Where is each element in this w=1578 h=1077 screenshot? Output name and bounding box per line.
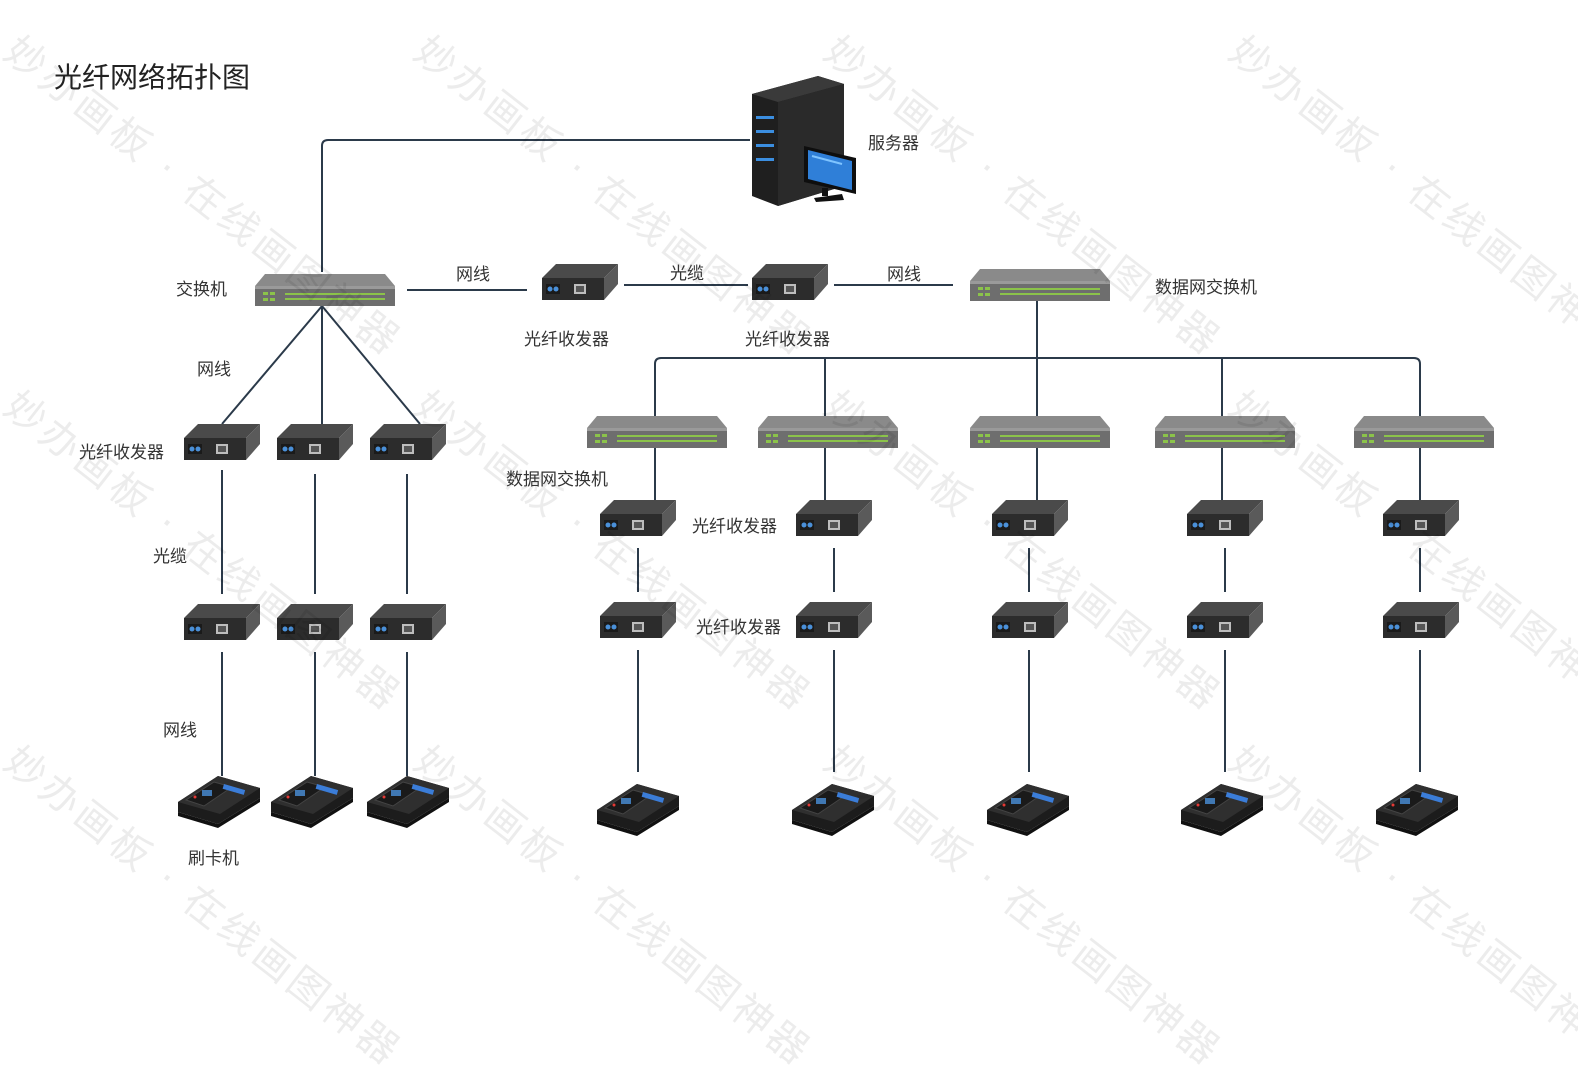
card-reader-icon bbox=[1375, 783, 1459, 837]
data-switch-icon bbox=[970, 416, 1110, 448]
data-switch-icon bbox=[970, 269, 1110, 301]
fiber-transceiver-icon bbox=[370, 604, 446, 640]
switch-icon bbox=[255, 274, 395, 306]
fiber-transceiver-icon bbox=[992, 602, 1068, 638]
label-cable-left: 网线 bbox=[197, 360, 231, 380]
fiber-transceiver-icon bbox=[1187, 500, 1263, 536]
fiber-transceiver-icon bbox=[1187, 602, 1263, 638]
diagram-title: 光纤网络拓扑图 bbox=[54, 61, 251, 94]
card-reader-icon bbox=[270, 775, 354, 829]
label-fiber-left: 光缆 bbox=[153, 547, 187, 567]
label-transceiver-left: 光纤收发器 bbox=[79, 443, 164, 463]
label-fiber-mid: 光缆 bbox=[670, 264, 704, 284]
fiber-transceiver-icon bbox=[752, 264, 828, 300]
fiber-transceiver-icon bbox=[277, 424, 353, 460]
label-cable-mid2: 网线 bbox=[887, 265, 921, 285]
topology-canvas bbox=[177, 76, 1494, 837]
fiber-transceiver-icon bbox=[796, 500, 872, 536]
fiber-transceiver-icon bbox=[370, 424, 446, 460]
card-reader-icon bbox=[366, 775, 450, 829]
fiber-transceiver-icon bbox=[184, 604, 260, 640]
label-server: 服务器 bbox=[868, 134, 919, 154]
fiber-transceiver-icon bbox=[542, 264, 618, 300]
card-reader-icon bbox=[1180, 783, 1264, 837]
label-data-switch-2: 数据网交换机 bbox=[506, 470, 608, 490]
fiber-transceiver-icon bbox=[992, 500, 1068, 536]
card-reader-icon bbox=[177, 775, 261, 829]
data-switch-icon bbox=[1155, 416, 1295, 448]
fiber-transceiver-icon bbox=[1383, 500, 1459, 536]
label-data-switch: 数据网交换机 bbox=[1155, 278, 1257, 298]
label-transceiver-r1: 光纤收发器 bbox=[692, 517, 777, 537]
fiber-transceiver-icon bbox=[600, 500, 676, 536]
fiber-transceiver-icon bbox=[1383, 602, 1459, 638]
label-cable-bottom: 网线 bbox=[163, 721, 197, 741]
data-switch-icon bbox=[758, 416, 898, 448]
card-reader-icon bbox=[596, 783, 680, 837]
label-transceiver-r2: 光纤收发器 bbox=[696, 618, 781, 638]
label-cable-mid1: 网线 bbox=[456, 265, 490, 285]
label-transceiver-mid2: 光纤收发器 bbox=[745, 330, 830, 350]
data-switch-icon bbox=[1354, 416, 1494, 448]
fiber-transceiver-icon bbox=[796, 602, 872, 638]
data-switch-icon bbox=[587, 416, 727, 448]
card-reader-icon bbox=[791, 783, 875, 837]
label-transceiver-mid1: 光纤收发器 bbox=[524, 330, 609, 350]
fiber-transceiver-icon bbox=[600, 602, 676, 638]
label-card-reader: 刷卡机 bbox=[188, 849, 239, 869]
card-reader-icon bbox=[986, 783, 1070, 837]
server-tower-icon bbox=[752, 76, 856, 206]
fiber-transceiver-icon bbox=[277, 604, 353, 640]
fiber-transceiver-icon bbox=[184, 424, 260, 460]
label-switch: 交换机 bbox=[176, 280, 227, 300]
